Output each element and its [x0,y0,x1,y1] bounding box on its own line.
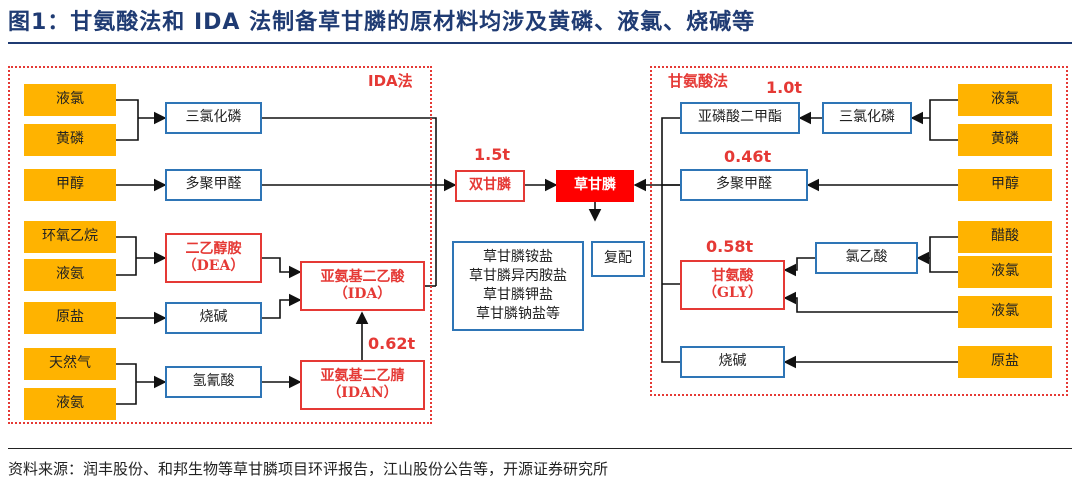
ida-name: 亚氨基二乙酸 [320,268,405,285]
raw-liquid-chlorine: 液氯 [24,84,116,116]
idan-name: 亚氨基二乙腈 [320,367,405,384]
ida-method-group [8,66,432,424]
raw-liquid-ammonia: 液氨 [24,259,116,291]
node-caustic-soda: 烧碱 [165,302,262,334]
node-idan: 亚氨基二乙腈 （IDAN） [300,360,425,410]
ida-method-label: IDA法 [368,72,413,90]
node-dimethyl-phosphite: 亚磷酸二甲酯 [680,102,800,134]
shuang-quantity: 1.5t [474,145,510,164]
node-paraformaldehyde: 多聚甲醛 [165,169,262,201]
ida-abbr: （IDA） [333,286,392,302]
node-paraformaldehyde-2: 多聚甲醛 [680,169,808,201]
raw-liquid-chlorine-r3: 液氯 [958,296,1052,328]
node-glyphosate-salts: 草甘膦铵盐 草甘膦异丙胺盐 草甘膦钾盐 草甘膦钠盐等 [452,241,584,331]
node-glycine: 甘氨酸 （GLY） [680,260,785,310]
node-glyphosine: 双甘膦 [455,170,525,202]
idan-quantity: 0.62t [368,334,416,353]
node-caustic-soda-2: 烧碱 [680,346,785,378]
raw-liquid-ammonia-2: 液氨 [24,388,116,420]
raw-crude-salt-r: 原盐 [958,346,1052,378]
raw-methanol-r: 甲醇 [958,169,1052,201]
node-ida: 亚氨基二乙酸 （IDA） [300,261,425,311]
raw-yellow-phosphorus: 黄磷 [24,124,116,156]
salt-isopropylamine: 草甘膦异丙胺盐 [469,268,567,285]
node-hydrocyanic-acid: 氢氰酸 [165,366,262,398]
figure-title: 图1：甘氨酸法和 IDA 法制备草甘膦的原材料均涉及黄磷、液氯、烧碱等 [8,10,756,35]
salt-ammonium: 草甘膦铵盐 [483,249,553,266]
raw-ethylene-oxide: 环氧乙烷 [24,221,116,253]
salt-potassium: 草甘膦钾盐 [483,287,553,303]
glycine-name: 甘氨酸 [711,267,754,284]
node-dea: 二乙醇胺 （DEA） [165,233,262,283]
source-note: 资料来源：润丰股份、和邦生物等草甘膦项目环评报告，江山股份公告等，开源证券研究所 [8,460,609,478]
dea-name: 二乙醇胺 [185,240,242,257]
gly-quantity: 0.58t [706,237,754,256]
node-chloroacetic-acid: 氯乙酸 [815,242,918,274]
source-rule [8,448,1072,449]
raw-crude-salt: 原盐 [24,302,116,334]
title-rule [8,42,1072,44]
salt-sodium: 草甘膦钠盐等 [476,305,560,322]
glycine-abbr: （GLY） [703,285,762,301]
raw-acetic-acid-r: 醋酸 [958,221,1052,253]
raw-liquid-chlorine-r1: 液氯 [958,84,1052,116]
gly-method-label: 甘氨酸法 [668,72,729,90]
raw-natural-gas: 天然气 [24,348,116,380]
dea-abbr: （DEA） [182,258,245,274]
node-phosphorus-trichloride: 三氯化磷 [165,102,262,134]
yalin-quantity: 1.0t [766,78,802,97]
raw-liquid-chlorine-r2: 液氯 [958,256,1052,288]
duoju-quantity: 0.46t [724,147,772,166]
node-compound: 复配 [591,241,645,277]
raw-yellow-phosphorus-r: 黄磷 [958,124,1052,156]
idan-abbr: （IDAN） [327,385,398,401]
node-glyphosate: 草甘膦 [556,170,634,202]
raw-methanol: 甲醇 [24,169,116,201]
node-phosphorus-trichloride-2: 三氯化磷 [822,102,912,134]
gly-method-group [650,66,1068,396]
